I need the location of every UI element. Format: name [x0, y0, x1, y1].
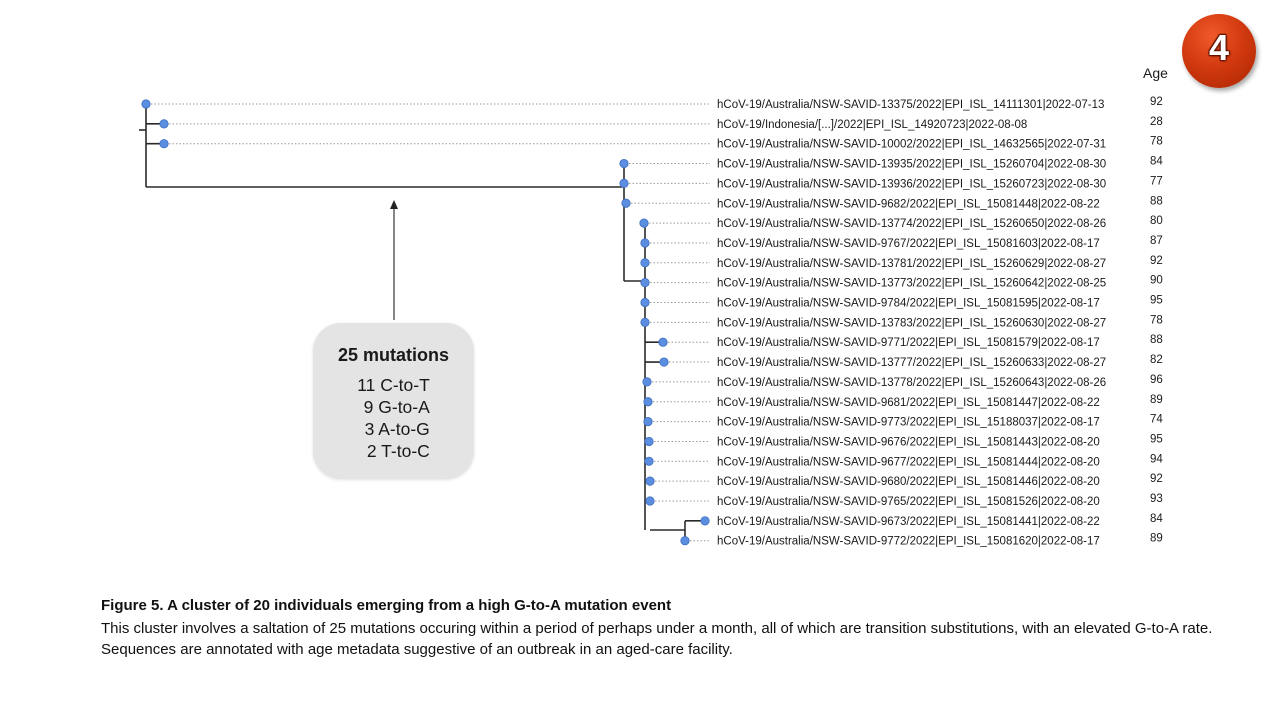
tip-age: 93 [1150, 493, 1163, 505]
tip-label: hCoV-19/Australia/NSW-SAVID-9772/2022|EP… [717, 536, 1100, 548]
tip-age: 78 [1150, 314, 1163, 326]
tip-node [643, 397, 653, 407]
caption-title: Figure 5. A cluster of 20 individuals em… [101, 597, 672, 614]
tip-age: 94 [1150, 453, 1163, 465]
mutation-count-title: 25 mutations [337, 345, 450, 365]
tip-label: hCoV-19/Australia/NSW-SAVID-13783/2022|E… [717, 317, 1106, 329]
tip-node [141, 99, 151, 109]
tip-age: 28 [1150, 116, 1163, 128]
tip-label: hCoV-19/Australia/NSW-SAVID-13778/2022|E… [717, 377, 1106, 389]
tip-node [644, 436, 654, 447]
tip-node [619, 158, 629, 169]
mutation-line: 9 G-to-A [363, 397, 430, 417]
tip-label: hCoV-19/Australia/NSW-SAVID-13935/2022|E… [717, 159, 1106, 171]
tip-age: 96 [1150, 374, 1163, 386]
tip-node [619, 178, 629, 188]
tip-label: hCoV-19/Australia/NSW-SAVID-9767/2022|EP… [717, 238, 1100, 250]
tip-label: hCoV-19/Australia/NSW-SAVID-9765/2022|EP… [717, 496, 1100, 508]
tip-labels: hCoV-19/Australia/NSW-SAVID-13375/2022|E… [717, 99, 1106, 548]
saltation-arrow [390, 200, 398, 320]
tip-nodes [141, 99, 710, 546]
tip-age: 89 [1150, 533, 1163, 545]
tip-age: 77 [1150, 175, 1163, 187]
tip-age: 78 [1150, 136, 1163, 148]
tip-label: hCoV-19/Australia/NSW-SAVID-9676/2022|EP… [717, 436, 1100, 448]
mutation-line: 3 A-to-G [364, 419, 430, 439]
tip-label: hCoV-19/Australia/NSW-SAVID-10002/2022|E… [717, 139, 1106, 151]
tip-label: hCoV-19/Australia/NSW-SAVID-9682/2022|EP… [717, 198, 1100, 210]
tip-age: 89 [1150, 394, 1163, 406]
tip-age: 90 [1150, 275, 1163, 287]
tip-label: hCoV-19/Australia/NSW-SAVID-9771/2022|EP… [717, 337, 1100, 349]
tip-label: hCoV-19/Australia/NSW-SAVID-13773/2022|E… [717, 278, 1106, 290]
mutation-line: 11 C-to-T [357, 375, 430, 395]
tip-label: hCoV-19/Australia/NSW-SAVID-9673/2022|EP… [717, 516, 1100, 528]
mutation-line: 2 T-to-C [366, 441, 430, 461]
tip-age: 87 [1150, 235, 1163, 247]
tip-age: 74 [1150, 414, 1163, 426]
tip-age: 88 [1150, 195, 1163, 207]
mutation-summary-box: 25 mutations 11 C-to-T 9 G-to-A 3 A-to-G… [313, 323, 474, 479]
tip-label: hCoV-19/Australia/NSW-SAVID-13781/2022|E… [717, 258, 1106, 270]
tip-node [640, 238, 650, 248]
tip-age: 88 [1150, 334, 1163, 346]
tip-leader-lines [151, 103, 710, 542]
age-values: 92 28 78 84 77 88 80 87 92 90 95 78 88 82 96 89 74 95 94 92… [1150, 96, 1163, 545]
tip-node [640, 317, 650, 327]
tip-node [621, 198, 631, 208]
tip-label: hCoV-19/Australia/NSW-SAVID-9773/2022|EP… [717, 417, 1100, 429]
tip-label: hCoV-19/Australia/NSW-SAVID-13774/2022|E… [717, 218, 1106, 230]
tip-age: 92 [1150, 255, 1163, 267]
tip-node [659, 357, 669, 367]
tip-node [645, 476, 655, 486]
tip-label: hCoV-19/Australia/NSW-SAVID-9680/2022|EP… [717, 476, 1100, 488]
tip-label: hCoV-19/Australia/NSW-SAVID-13375/2022|E… [717, 99, 1104, 111]
tip-node [640, 278, 650, 288]
tip-age: 84 [1150, 156, 1163, 168]
tip-label: hCoV-19/Australia/NSW-SAVID-13936/2022|E… [717, 178, 1106, 190]
tip-node [640, 258, 650, 268]
tip-age: 80 [1150, 215, 1163, 227]
tip-age: 92 [1150, 473, 1163, 485]
tip-node [644, 456, 654, 466]
tip-age: 82 [1150, 354, 1163, 366]
tip-label: hCoV-19/Australia/NSW-SAVID-9784/2022|EP… [717, 298, 1100, 310]
mutation-breakdown: 11 C-to-T 9 G-to-A 3 A-to-G 2 T-to-C [357, 374, 430, 462]
tip-age: 92 [1150, 96, 1163, 108]
tip-node [645, 496, 655, 506]
tip-node [680, 536, 690, 546]
tip-node [639, 218, 649, 228]
tip-label: hCoV-19/Australia/NSW-SAVID-13777/2022|E… [717, 357, 1106, 369]
phylogenetic-tree: hCoV-19/Australia/NSW-SAVID-13375/2022|E… [139, 65, 1168, 548]
tip-label: hCoV-19/Australia/NSW-SAVID-9677/2022|EP… [717, 456, 1100, 468]
slide-number-badge: 4 [1182, 14, 1256, 88]
tip-node [640, 297, 650, 308]
tip-node [700, 516, 710, 526]
tip-node [159, 139, 169, 149]
tip-age: 84 [1150, 513, 1163, 525]
arrow-head-icon [390, 200, 398, 209]
tip-node [159, 119, 169, 129]
caption-body: This cluster involves a saltation of 25 … [101, 620, 1213, 658]
figure-caption: Figure 5. A cluster of 20 individuals em… [101, 597, 1251, 660]
tip-label: hCoV-19/Australia/NSW-SAVID-9681/2022|EP… [717, 397, 1100, 409]
tip-node [642, 377, 652, 387]
tip-age: 95 [1150, 295, 1163, 307]
tip-node [658, 337, 668, 347]
age-column-header: Age [1143, 65, 1168, 81]
tip-age: 95 [1150, 433, 1163, 445]
tip-label: hCoV-19/Indonesia/[...]/2022|EPI_ISL_149… [717, 119, 1027, 131]
tip-node [643, 416, 653, 427]
slide-number: 4 [1208, 27, 1230, 68]
